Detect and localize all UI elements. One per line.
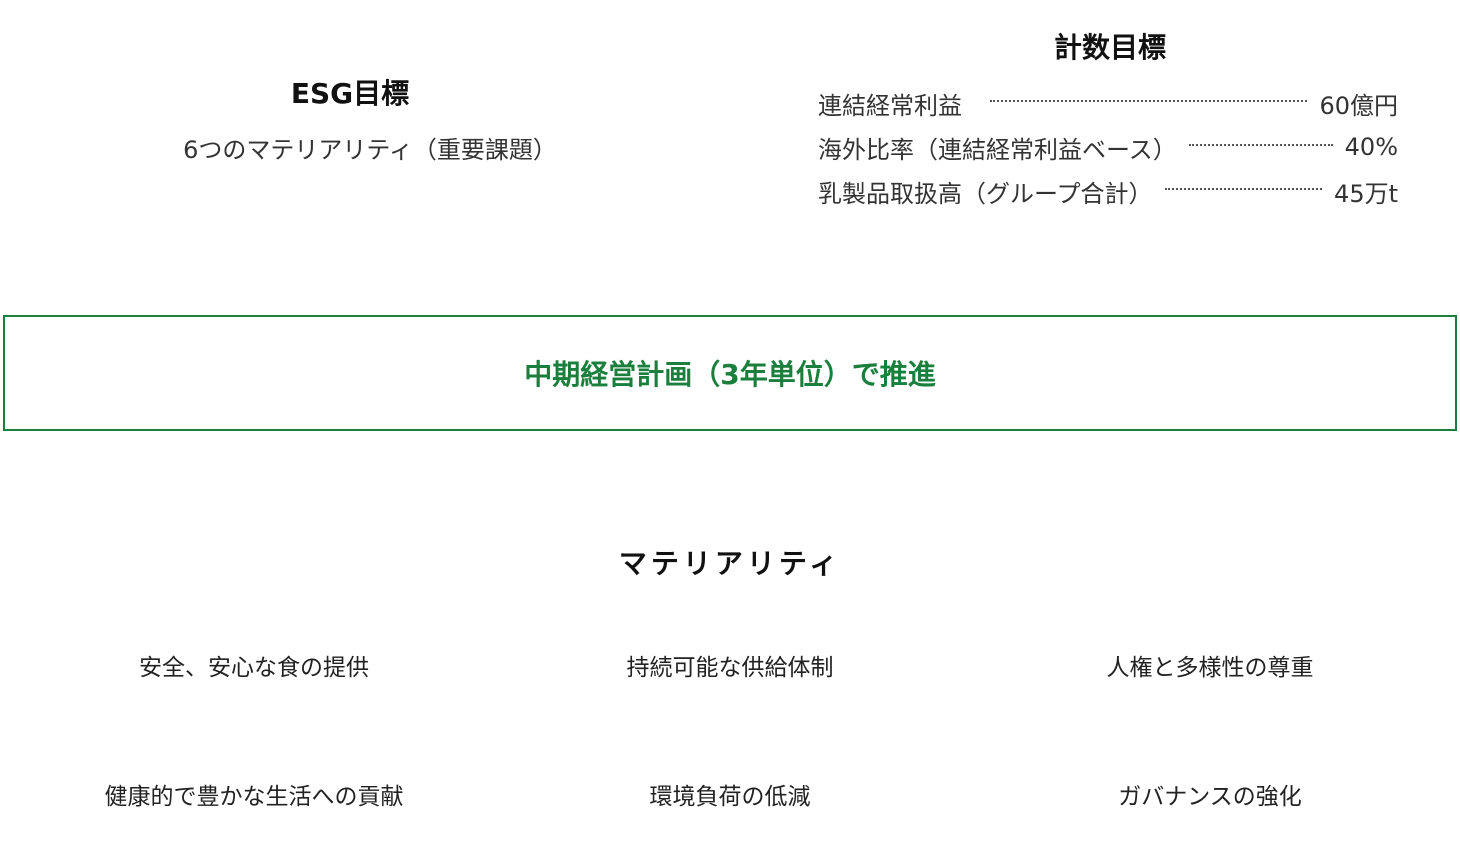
kpi-row: 海外比率（連結経常利益ベース） 40%: [818, 130, 1398, 164]
materiality-item: 人権と多様性の尊重: [1106, 655, 1314, 681]
kpi-label: 海外比率（連結経常利益ベース）: [818, 135, 1177, 164]
kpi-value: 60億円: [1319, 91, 1398, 120]
materiality-item: 環境負荷の低減: [649, 784, 811, 810]
kpi-value: 45万t: [1334, 179, 1398, 208]
kpi-label: 乳製品取扱高（グループ合計）: [818, 179, 1153, 208]
dotted-leader: [1164, 188, 1323, 190]
dotted-leader: [990, 100, 1308, 102]
mid-term-plan-banner: 中期経営計画（3年単位）で推進: [3, 315, 1457, 431]
materiality-item: 健康的で豊かな生活への貢献: [104, 784, 404, 810]
materiality-item: 持続可能な供給体制: [626, 655, 834, 681]
materiality-item: ガバナンスの強化: [1118, 784, 1302, 810]
kpi-title: 計数目標: [1053, 31, 1166, 64]
materiality-item: 安全、安心な食の提供: [139, 655, 369, 681]
kpi-label: 連結経常利益: [818, 91, 962, 120]
dotted-leader: [1188, 144, 1333, 146]
kpi-row: 連結経常利益 60億円: [818, 86, 1398, 120]
esg-subtitle: 6つのマテリアリティ（重要課題）: [183, 136, 557, 164]
materiality-title: マテリアリティ: [618, 547, 842, 580]
banner-text: 中期経営計画（3年単位）で推進: [524, 358, 936, 391]
esg-title: ESG目標: [290, 77, 410, 110]
kpi-row: 乳製品取扱高（グループ合計） 45万t: [818, 174, 1398, 208]
kpi-value: 40%: [1344, 133, 1398, 161]
